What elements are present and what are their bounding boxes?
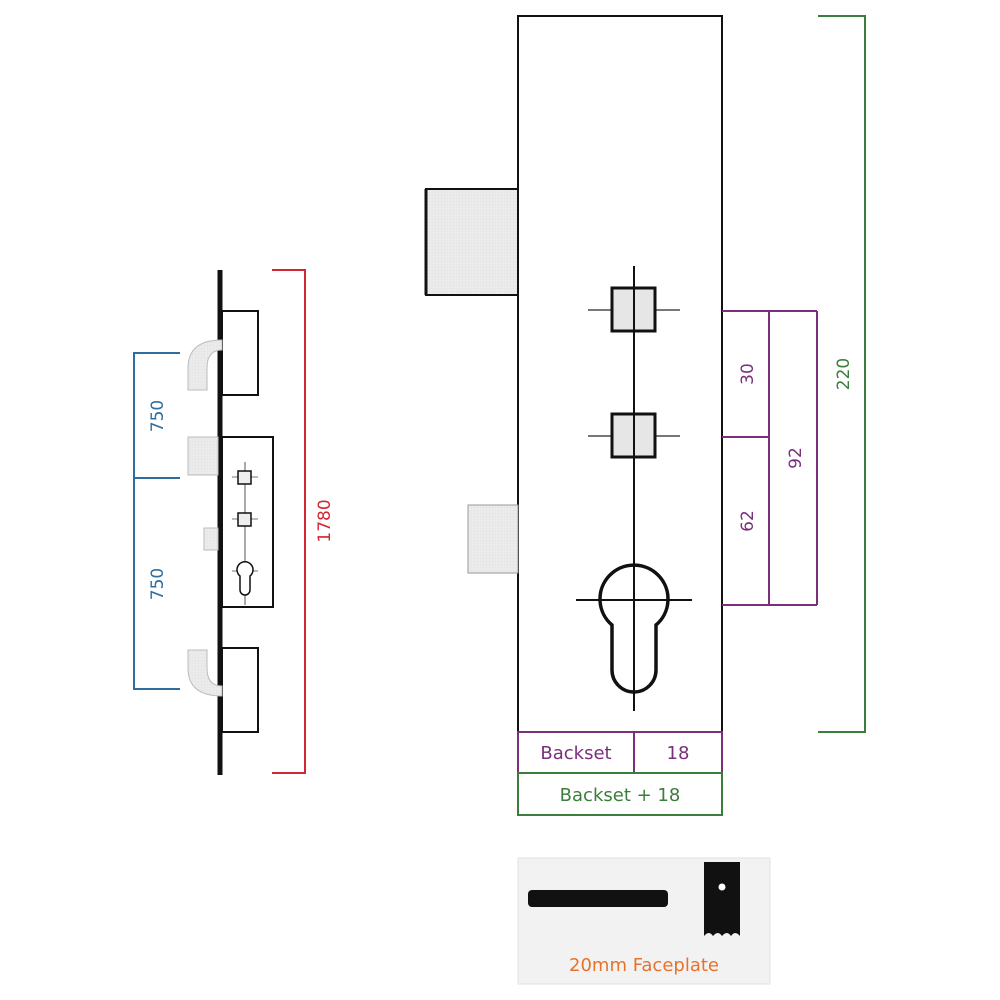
case-height-label: 220 (834, 358, 854, 390)
follower-cylinder-dimensions: 30 62 92 (722, 310, 818, 606)
overview-bottom-hook (187, 649, 223, 697)
overview-bottom-hook-box (221, 647, 259, 733)
overall-height-dimension: 1780 (272, 269, 335, 774)
backset-total-label: Backset + 18 (560, 785, 681, 806)
overview-deadbolt (203, 527, 219, 551)
spacing-upper-label: 750 (148, 400, 168, 432)
backset-label: Backset (540, 743, 611, 764)
case-body (517, 15, 723, 733)
overview-follower-lower (237, 512, 252, 527)
hook-spacing-dimension: 750 750 (133, 352, 180, 690)
spacing-lower-label: 750 (148, 568, 168, 600)
detail-lock-case (424, 15, 723, 733)
faceplate-screw-hole (718, 883, 726, 891)
overview-top-hook (187, 339, 223, 391)
handle-to-cylinder-total-label: 92 (786, 447, 806, 469)
overview-follower-upper (237, 470, 252, 485)
latch-bolt (425, 188, 519, 296)
deadbolt (467, 504, 519, 574)
overview-top-hook-box (221, 310, 259, 396)
overview-lock (187, 270, 274, 775)
cylinder-cutout (598, 563, 670, 694)
overview-latch (187, 436, 219, 476)
overview-cylinder-cutout (236, 561, 254, 596)
handle-spacing-label: 30 (738, 363, 758, 385)
overall-height-label: 1780 (315, 499, 335, 542)
faceplate-side-profile (528, 890, 668, 907)
faceplate-front-profile (704, 862, 740, 936)
handle-to-cylinder-label: 62 (738, 510, 758, 532)
faceplate-panel: 20mm Faceplate (517, 857, 771, 985)
backset-dimensions: Backset 18 Backset + 18 (517, 731, 723, 816)
case-height-dimension: 220 (818, 15, 866, 733)
faceplate-offset-label: 18 (667, 743, 690, 764)
faceplate-label: 20mm Faceplate (569, 955, 719, 976)
